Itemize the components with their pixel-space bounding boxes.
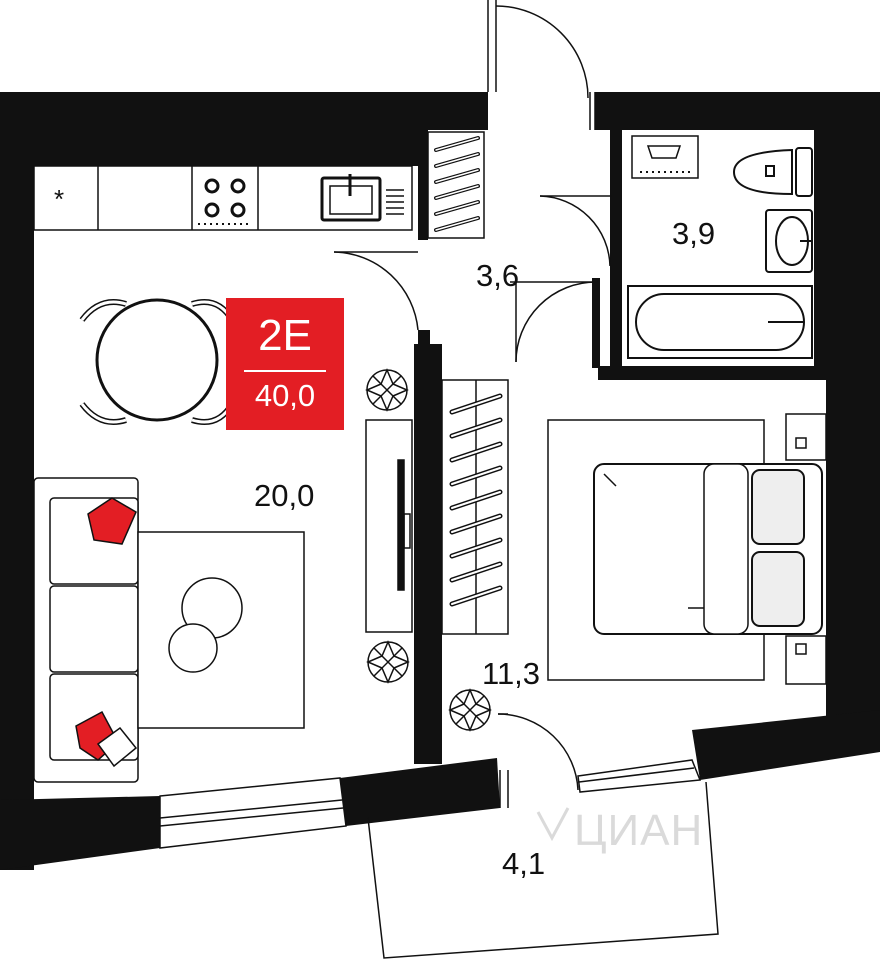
pillows [75,497,138,768]
room-area-bathroom: 3,9 [672,216,716,251]
plant-icon [448,688,492,732]
bed-icon [547,413,827,685]
room-area-balcony: 4,1 [502,846,546,881]
dining-table [79,298,235,425]
plant-icon [365,368,409,412]
watermark-text: ЦИАН [574,806,704,855]
wardrobe-hanger-icon [427,131,485,239]
apartment-badge: 2E 40,0 [226,298,344,430]
badge-divider [244,370,326,372]
wall-kitchen-right [418,130,428,240]
stove-icon [198,178,252,225]
toilet-icon [732,147,813,197]
wall-partition-top [418,330,430,354]
bedroom-wardrobe [441,379,509,635]
apartment-badge-bg [226,298,344,430]
washing-machine-icon [631,135,699,179]
wall-bottom-mid [340,758,500,826]
wall-partition [414,344,442,764]
wall-bath-left [610,130,622,366]
rug [137,531,305,729]
watermark-logo-icon [536,807,570,842]
kitchen-counter [33,165,413,231]
wall-left [0,92,34,870]
room-area-living-kitchen: 20,0 [254,478,315,513]
entrance-door [487,0,596,130]
wall-bath-right [814,130,826,380]
wall-bottom-left [0,796,160,870]
apartment-code: 2E [258,311,312,360]
bath-sink-icon [765,209,813,273]
balcony [367,713,719,959]
windows [159,759,702,849]
plant-icon [366,640,410,684]
bathtub-icon [627,285,813,359]
wall-kitchen-top [34,130,428,166]
tv-stand [365,419,413,633]
kitchen-fridge-symbol: * [54,184,65,214]
wall-right-inner [826,380,836,750]
walls [0,92,880,870]
sink-icon [320,174,404,222]
wall-bath-bottom [598,366,826,380]
wall-hall-stub [592,278,600,368]
room-area-hallway: 3,6 [476,258,520,293]
apartment-total-area: 40,0 [254,378,316,413]
wall-bottom-right [692,710,880,780]
wall-top-left [0,92,488,130]
hall-doors [333,195,612,363]
room-area-bedroom: 11,3 [482,656,541,691]
